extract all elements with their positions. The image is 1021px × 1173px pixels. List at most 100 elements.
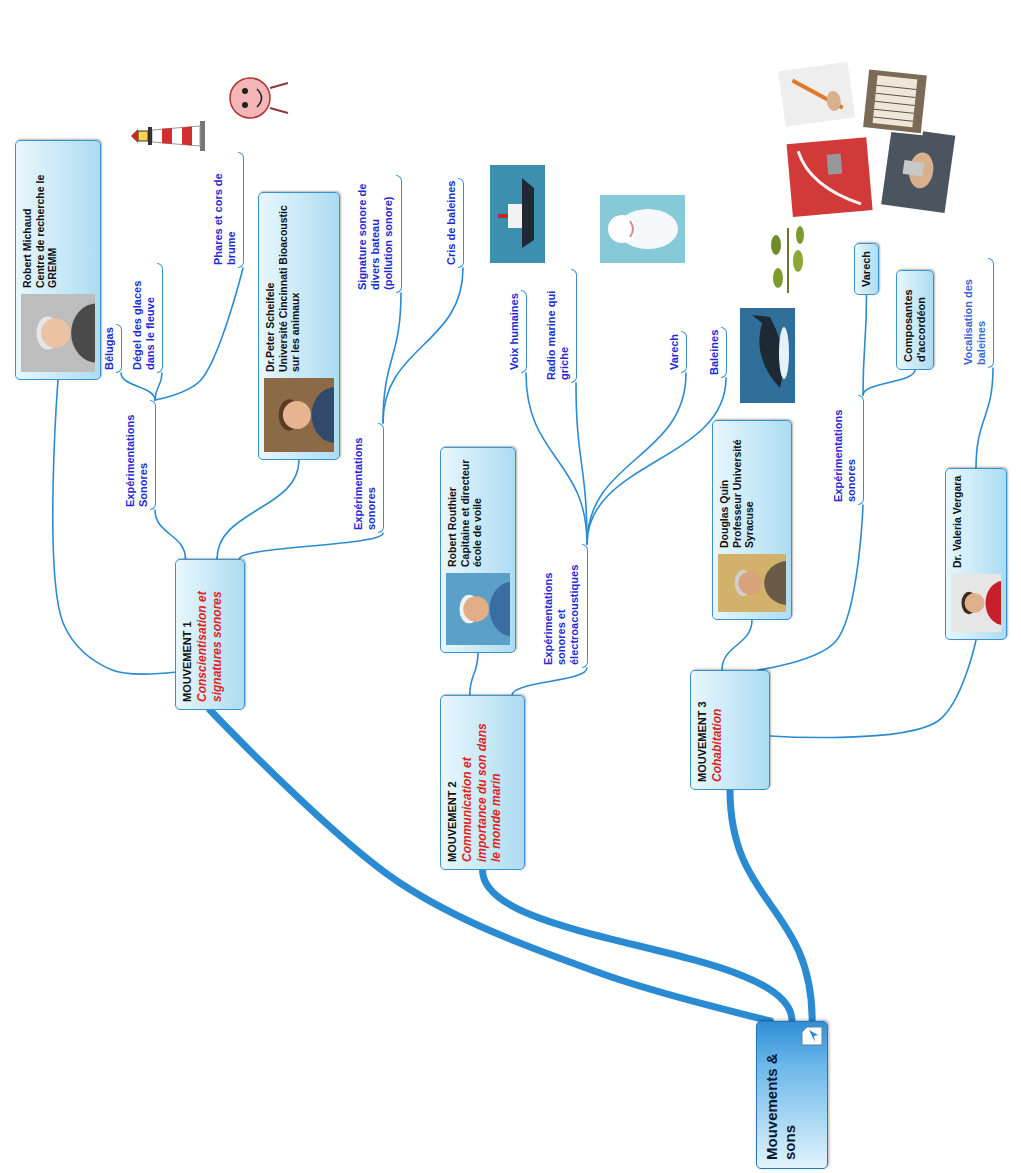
portrait-photo xyxy=(718,554,786,612)
kelp-stem xyxy=(787,228,789,293)
subtopic-label: Cris de baleines xyxy=(445,178,464,268)
text-column: MOUVEMENT 2Communication et importance d… xyxy=(446,722,503,862)
text-column: Voix humaines xyxy=(508,293,521,370)
topic-text: Dr.Peter Scheifele xyxy=(264,200,277,372)
hand xyxy=(825,90,842,112)
portrait-face xyxy=(41,318,71,348)
text-column: Signature sonore de divers bateau (pollu… xyxy=(356,178,396,290)
beluga-mouth xyxy=(630,221,633,237)
kelp-leaf xyxy=(793,250,803,272)
person-box: Robert RouthierCapitaine et directeur éc… xyxy=(440,447,516,653)
text-column: MOUVEMENT 1Conscientisation et signature… xyxy=(181,567,224,702)
keyboard-photo xyxy=(862,68,928,134)
portrait-shirt xyxy=(986,581,1002,625)
subtopic-label: Baleines xyxy=(708,327,727,378)
text-column: Douglas QuinProfesseur Université Syracu… xyxy=(718,428,756,548)
topic-text: Douglas Quin xyxy=(718,428,731,548)
beluga-head xyxy=(608,215,636,243)
subtopic-label: Signature sonore de divers bateau (pollu… xyxy=(356,175,402,293)
branch-line xyxy=(217,460,299,559)
photo-frame xyxy=(777,61,856,128)
subtopic-label: Dégel des glaces dans le fleuve xyxy=(131,263,163,373)
portrait-shirt xyxy=(312,387,335,443)
subtopic-label: Expérimentations sonores xyxy=(832,395,864,505)
topic-underline xyxy=(858,395,864,505)
portrait-face xyxy=(463,596,489,622)
kelp-photo xyxy=(760,223,815,298)
cable xyxy=(798,146,861,209)
lighthouse-lantern xyxy=(138,131,148,141)
topic-underline xyxy=(458,178,464,268)
text-column: Phares et cors de brume xyxy=(212,155,238,265)
text-column: Expérimentations Sonores xyxy=(124,403,150,507)
text-column: Vocalisation des baleines xyxy=(962,261,988,365)
lighthouse-roof xyxy=(131,129,138,143)
portrait-face xyxy=(283,401,311,429)
person-box: Douglas QuinProfesseur Université Syracu… xyxy=(712,420,792,620)
branch-line xyxy=(121,373,155,400)
topic-text: Cris de baleines xyxy=(445,181,458,265)
lighthouse-base xyxy=(200,121,205,151)
topic-text: MOUVEMENT 1 xyxy=(181,567,194,702)
branch-line xyxy=(587,378,726,544)
person-box: Dr.Peter ScheifeleUniversité Cincinnati … xyxy=(258,192,340,460)
text-column: Composantes d'accordéon xyxy=(902,278,928,362)
cartoon-face xyxy=(230,78,270,118)
topic-text: MOUVEMENT 3 xyxy=(696,701,709,782)
topic-subtext: Professeur Université Syracuse xyxy=(731,428,756,548)
topic-text: Expérimentations sonores et électroacous… xyxy=(542,547,582,665)
ship-picture xyxy=(490,165,545,263)
ship-cabin xyxy=(508,204,522,228)
branch-line xyxy=(155,373,162,400)
topic-subtext: Université Cincinnati Bioacoustic sur le… xyxy=(277,200,302,372)
text-column: Dégel des glaces dans le fleuve xyxy=(131,266,157,370)
beluga-picture xyxy=(600,195,685,263)
photo-frame xyxy=(862,68,928,134)
topic-text: Baleines xyxy=(708,330,721,375)
cartoon-mouth xyxy=(257,89,262,107)
person-box: Robert MichaudCentre de recherche le GRE… xyxy=(15,140,101,380)
topic-text: Vocalisation des baleines xyxy=(962,261,988,365)
lighthouse-gallery xyxy=(148,127,152,145)
main-branch xyxy=(483,870,793,1021)
topic-text: Varech xyxy=(860,251,873,287)
whale-body xyxy=(752,315,783,388)
subtopic-label: Radio marine qui griche xyxy=(545,269,577,383)
kelp-picture xyxy=(760,223,815,298)
lighthouse-stripe xyxy=(182,127,192,146)
topic-text: Radio marine qui griche xyxy=(545,272,571,380)
topic-text: Varech xyxy=(668,334,681,370)
topic-text: Phares et cors de brume xyxy=(212,155,238,265)
root-topic: Mouvements & sons xyxy=(756,1021,828,1169)
portrait-face xyxy=(965,593,985,613)
kelp-leaf xyxy=(771,235,781,255)
text-column: Cris de baleines xyxy=(445,181,458,265)
sea-photo xyxy=(490,165,545,263)
topic-text: Dégel des glaces dans le fleuve xyxy=(131,266,157,370)
text-column: Expérimentations sonores et électroacous… xyxy=(542,547,582,665)
hand-photo xyxy=(880,126,956,214)
text-column: Bélugas xyxy=(103,327,116,370)
photo-frame xyxy=(880,126,956,214)
lighthouse-picture xyxy=(131,121,205,151)
topic-underline xyxy=(150,400,156,510)
topic-text: Expérimentations Sonores xyxy=(124,403,150,507)
topic-underline xyxy=(582,544,588,668)
branch-line xyxy=(863,295,867,395)
sea-photo xyxy=(740,308,795,403)
portrait-shirt xyxy=(764,561,786,605)
photo-frame xyxy=(785,136,873,218)
icon-page xyxy=(802,1027,822,1045)
branch-line xyxy=(976,368,993,468)
topic-text: Expérimentations sonores xyxy=(352,426,378,530)
topic-underline xyxy=(238,152,244,268)
subtopic-label: Vocalisation des baleines xyxy=(962,258,994,368)
subtopic-label: Phares et cors de brume xyxy=(212,152,244,268)
text-column: Baleines xyxy=(708,330,721,375)
topic-subtext: Capitaine et directeur école de voile xyxy=(459,455,484,567)
subtopic-label: Expérimentations sonores xyxy=(352,423,384,533)
movement-box: MOUVEMENT 3Cohabitation xyxy=(690,670,770,790)
kelp-leaf xyxy=(773,268,783,288)
subtopic-label: Bélugas xyxy=(103,324,122,373)
